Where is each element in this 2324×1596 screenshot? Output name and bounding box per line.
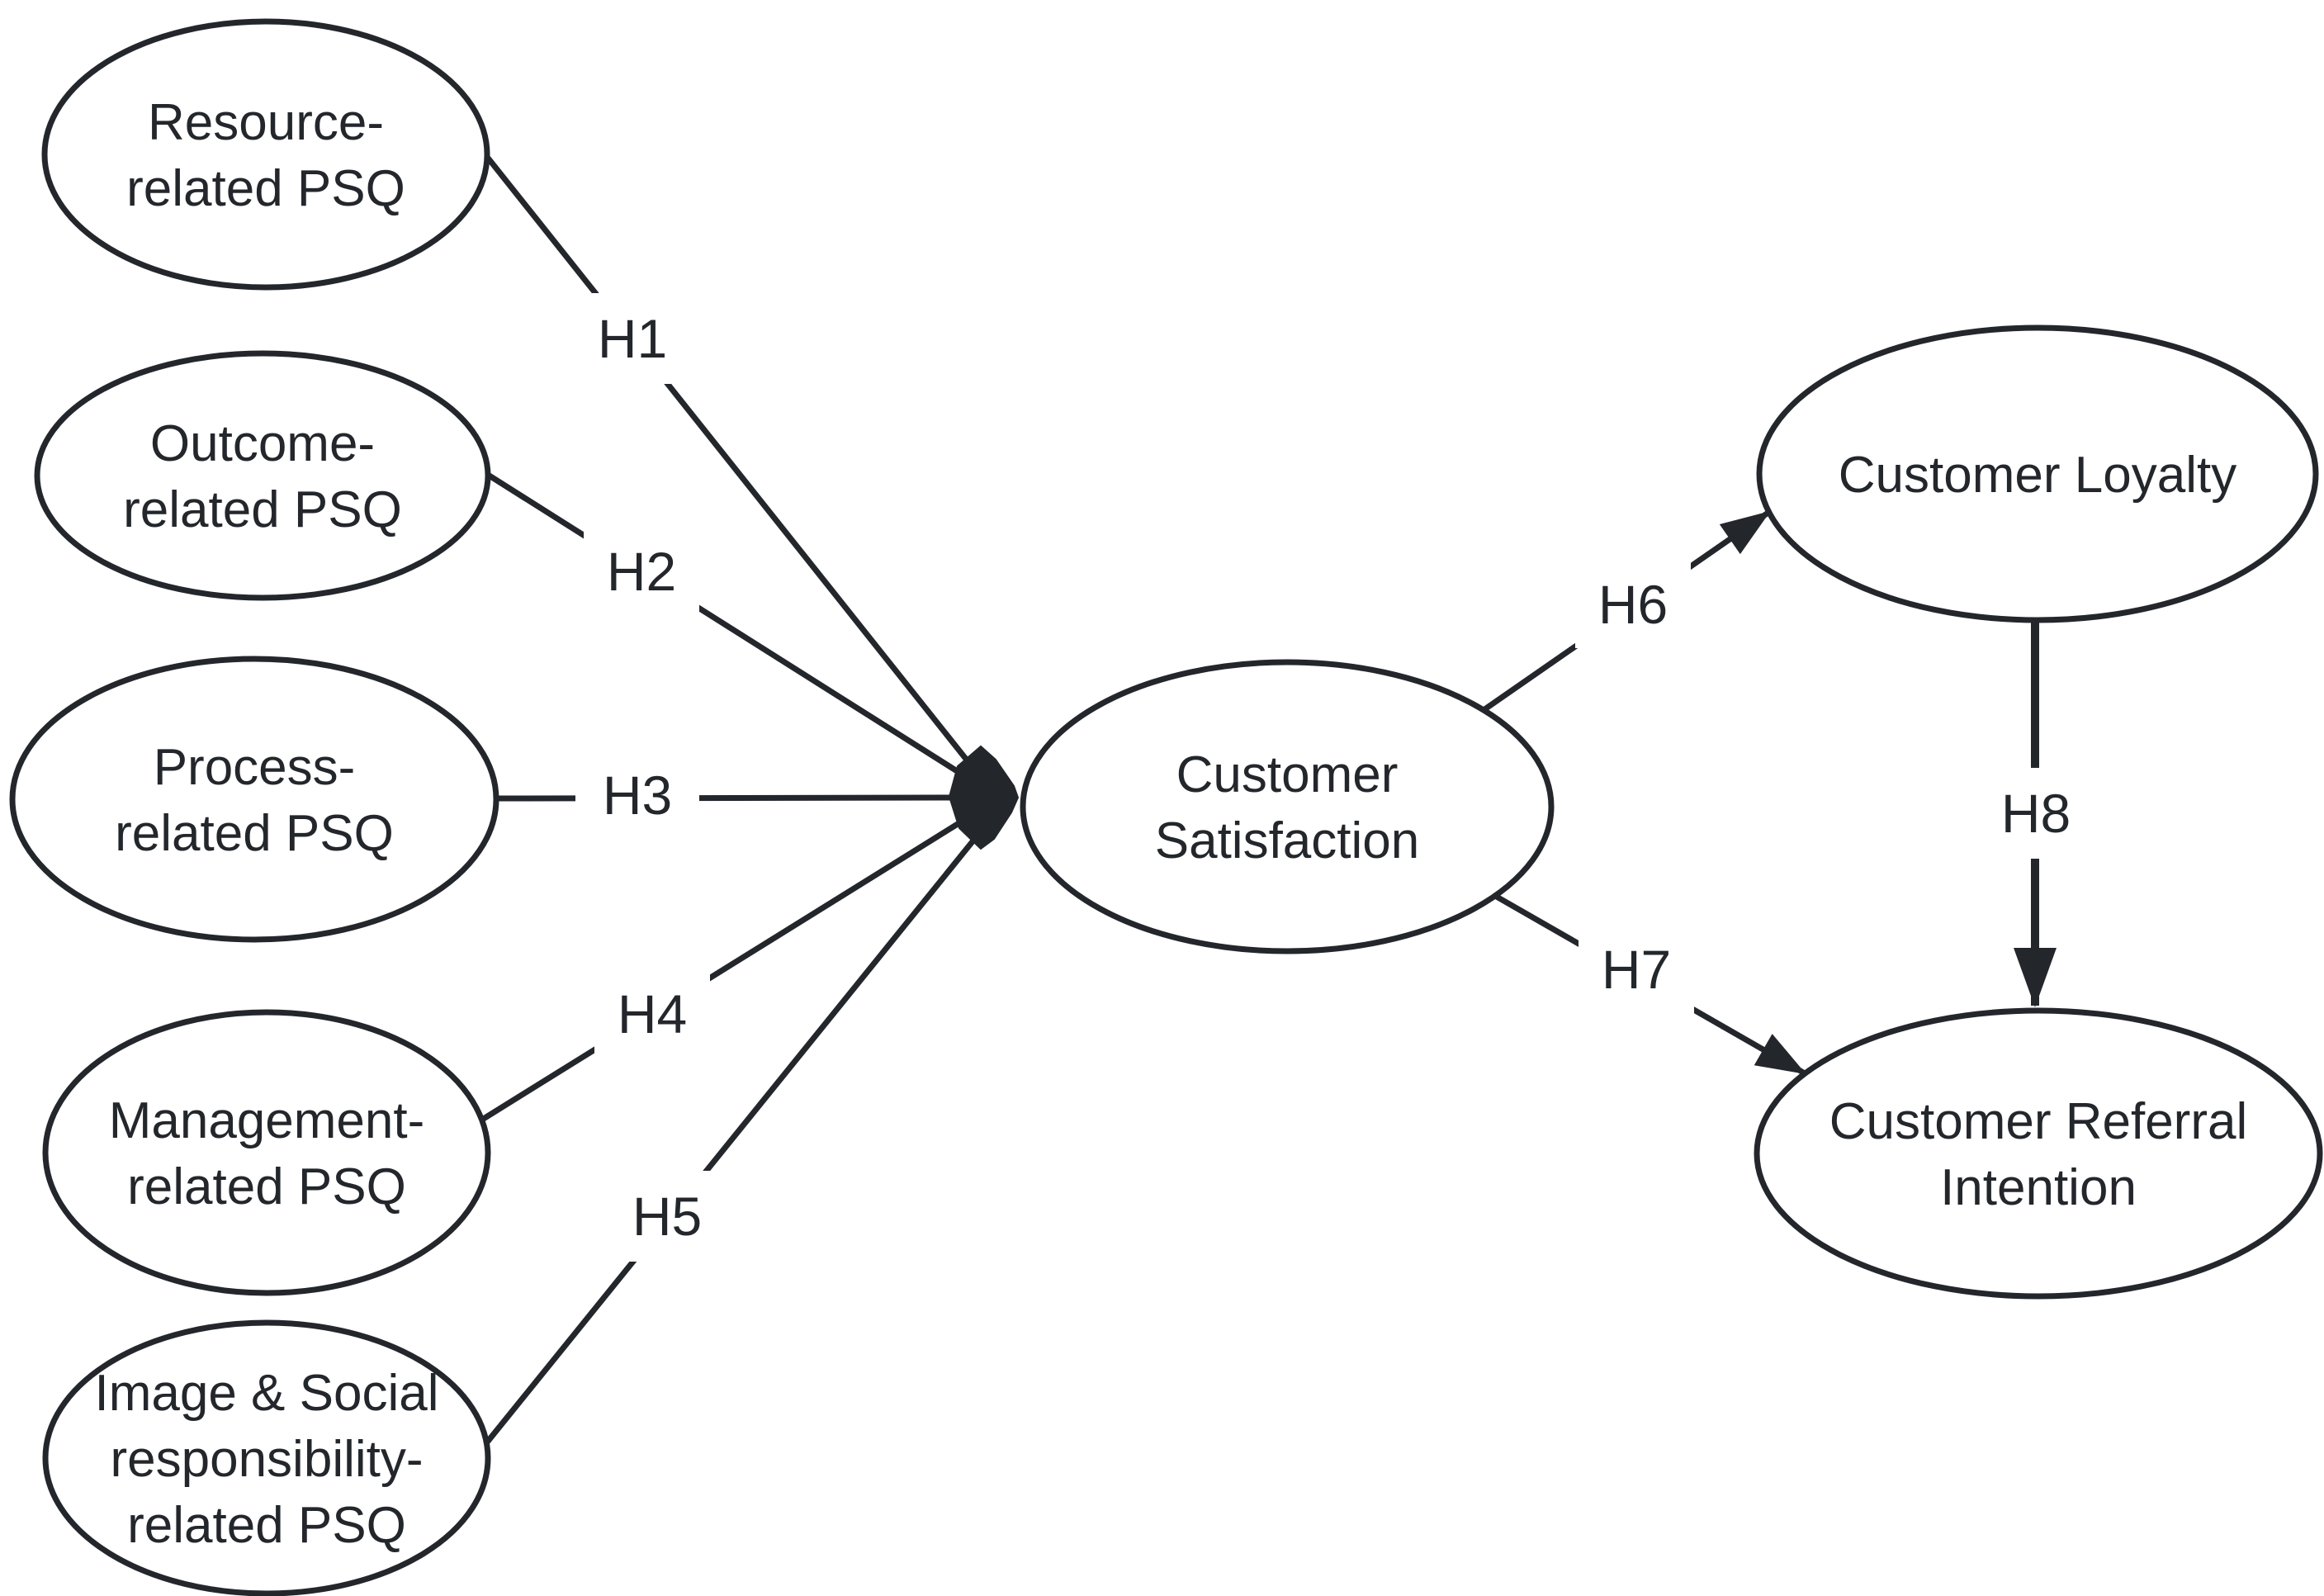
edge-h1-labelgroup: H1 — [575, 293, 690, 384]
node-outcome-psq-label: Outcome- — [150, 415, 375, 472]
edge-h2-labelgroup: H2 — [584, 526, 699, 617]
edge-h4 — [480, 817, 966, 1122]
node-customer-loyalty: Customer Loyalty — [1756, 324, 2319, 623]
node-image-social-psq-label: Image & Social — [95, 1365, 439, 1422]
edge-h3-label-mask — [575, 751, 699, 841]
node-resource-psq-label: related PSQ — [126, 160, 405, 217]
node-management-psq: Management- related PSQ — [42, 1009, 491, 1296]
node-customer-loyalty-ellipse — [1756, 324, 2319, 623]
edge-h8-labelgroup: H8 — [1974, 768, 2098, 859]
node-resource-psq-label: Resource- — [148, 94, 384, 151]
edge-h5-label-mask — [609, 1171, 725, 1262]
node-image-social-psq-label: related PSQ — [127, 1497, 406, 1554]
node-customer-satisfaction-label: Customer — [1176, 746, 1399, 803]
edge-h5-labelgroup: H5 — [609, 1171, 725, 1262]
node-outcome-psq-ellipse — [34, 350, 491, 601]
edge-h5 — [484, 834, 979, 1446]
node-process-psq: Process- related PSQ — [9, 656, 499, 943]
edge-h3-label: H3 — [603, 765, 672, 826]
edge-h4-label: H4 — [618, 983, 687, 1044]
edge-h4-line — [480, 817, 966, 1122]
node-process-psq-label: related PSQ — [115, 805, 394, 862]
node-resource-psq-ellipse — [41, 18, 490, 291]
node-image-social-psq-label: responsibility- — [110, 1431, 423, 1488]
edge-h5-label: H5 — [632, 1186, 702, 1247]
edge-h7-label-mask — [1579, 926, 1694, 1013]
node-image-social-psq-ellipse — [42, 1319, 491, 1596]
edge-h1 — [485, 154, 981, 777]
node-process-psq-ellipse — [9, 656, 499, 943]
node-customer-referral-intention-label: Customer Referral — [1829, 1093, 2247, 1150]
edge-h2-label: H2 — [607, 541, 676, 602]
node-customer-satisfaction-label: Satisfaction — [1155, 812, 1420, 869]
node-customer-referral-intention: Customer Referral Intention — [1754, 1007, 2323, 1300]
node-process-psq-label: Process- — [154, 739, 356, 796]
edge-h7-labelgroup: H7 — [1579, 926, 1694, 1013]
edge-h6-labelgroup: H6 — [1575, 561, 1691, 648]
edge-h1-label: H1 — [598, 308, 667, 369]
node-resource-psq: Resource- related PSQ — [41, 18, 490, 291]
node-customer-referral-intention-label: Intention — [1940, 1159, 2137, 1216]
node-customer-loyalty-label: Customer Loyalty — [1839, 447, 2236, 504]
merged-arrowheads-icon — [948, 745, 1020, 850]
edge-h8-label: H8 — [2001, 783, 2071, 844]
edge-h3-labelgroup: H3 — [575, 751, 699, 841]
node-management-psq-ellipse — [42, 1009, 491, 1296]
node-customer-referral-intention-ellipse — [1754, 1007, 2323, 1300]
edge-h6-label: H6 — [1598, 574, 1668, 635]
node-management-psq-label: Management- — [109, 1092, 425, 1149]
node-outcome-psq-label: related PSQ — [123, 481, 402, 538]
node-outcome-psq: Outcome- related PSQ — [34, 350, 491, 601]
node-image-social-psq: Image & Social responsibility- related P… — [42, 1319, 491, 1596]
edge-h1-line — [485, 154, 981, 777]
edge-h2-line — [486, 472, 969, 780]
edge-h6-label-mask — [1575, 561, 1691, 648]
edge-h1-label-mask — [575, 293, 690, 384]
edge-h8-label-mask — [1974, 768, 2098, 859]
edge-h4-labelgroup: H4 — [594, 968, 710, 1059]
edge-h2-label-mask — [584, 526, 699, 617]
edge-h7-label: H7 — [1602, 939, 1671, 1000]
node-management-psq-label: related PSQ — [127, 1158, 406, 1215]
node-customer-satisfaction: Customer Satisfaction — [1020, 659, 1555, 954]
edge-h2 — [486, 472, 969, 780]
node-customer-satisfaction-ellipse — [1020, 659, 1555, 954]
edge-h4-label-mask — [594, 968, 710, 1059]
edge-h5-line — [484, 834, 979, 1446]
